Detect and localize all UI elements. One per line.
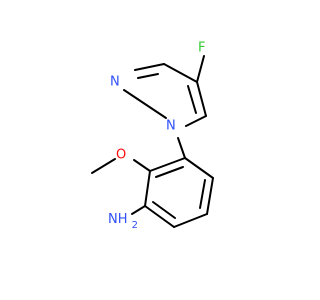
bond-c4-c3: [163, 63, 198, 83]
atom-n2: N: [110, 75, 120, 90]
bond-c4-c5: [196, 81, 207, 117]
bond-c4-f: [196, 55, 205, 83]
bond-c2-o: [133, 159, 151, 172]
bond-n1-ring: [177, 137, 186, 159]
atom-nh2: NH 2: [108, 212, 138, 232]
bond-c4-c5-double: [187, 85, 197, 114]
atom-nh2-subscript: 2: [132, 220, 138, 231]
bond-n1-c5: [185, 115, 207, 127]
bond-c1-c2: [149, 157, 186, 172]
bond-c4-c5b: [173, 213, 208, 228]
bond-c3-c4-inner: [152, 201, 176, 219]
bond-c2-c3: [144, 170, 151, 207]
atom-f: F: [198, 41, 205, 56]
bond-c5-c6-inner: [199, 179, 206, 209]
molecule-diagram: F N N O NH 2: [91, 41, 214, 232]
bond-c3-nh2: [131, 205, 146, 215]
atom-o: O: [116, 148, 126, 163]
bond-n2-n1: [123, 89, 167, 119]
atom-n1: N: [166, 119, 176, 134]
bond-c3-n2-double: [137, 73, 159, 79]
bond-c3-c4: [144, 205, 175, 228]
atom-nh2-main: NH: [108, 212, 128, 227]
bond-c5-c6: [206, 177, 214, 215]
bond-c3-n2: [134, 63, 165, 71]
bond-o-ch3: [91, 158, 116, 174]
molecule-canvas: F N N O NH 2: [91, 40, 214, 232]
bond-c6-c1: [184, 157, 214, 179]
bond-c1-c2-inner: [155, 166, 184, 178]
